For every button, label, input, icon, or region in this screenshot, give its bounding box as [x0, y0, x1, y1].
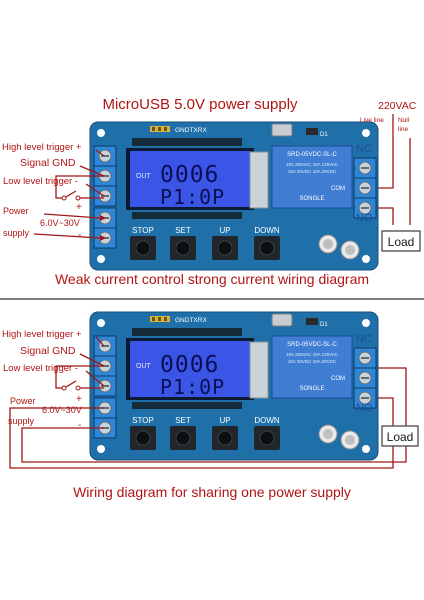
top-left-wiring: High level trigger + Signal GND Low leve… [2, 142, 106, 241]
top-board: GNDTXRX D1 OUT 0006 P1:0P [89, 121, 379, 271]
bottom-caption: Wiring diagram for sharing one power sup… [73, 484, 351, 500]
relay-brand: SONGLE [299, 196, 324, 202]
relay-model: SRD-05VDC-SL-C [287, 152, 337, 158]
top-diagram: MicroUSB 5.0V power supply GNDTXRX D1 [2, 96, 421, 287]
lcd-line-2: P1:0P [160, 375, 225, 399]
voltage-label: 6.0V~30V [40, 218, 80, 228]
voltage-label: 6.0V~30V [42, 405, 82, 415]
bottom-left-terminal-block [93, 335, 117, 439]
arrow-icon [100, 215, 106, 221]
relay-brand: SONGLE [299, 386, 324, 392]
stop-button[interactable] [129, 235, 157, 261]
relay-rating-1: 10A 250VAC 10A 125VAC [286, 162, 339, 167]
trigger-high-label: High level trigger + [2, 329, 82, 340]
ac-voltage-label: 220VAC [378, 100, 417, 112]
arrow-icon [100, 235, 106, 241]
header-pins [150, 126, 170, 132]
bottom-left-wiring: High level trigger + Signal GND Low leve… [2, 329, 407, 469]
set-label: SET [175, 416, 191, 425]
plus-label: + [76, 394, 82, 405]
stop-label: STOP [132, 416, 154, 425]
micro-usb-port [271, 123, 293, 137]
header-pins [150, 316, 170, 322]
switch-icon [65, 190, 77, 198]
relay [271, 145, 353, 209]
load-box [381, 425, 419, 447]
plus-label: + [76, 202, 82, 213]
set-label: SET [175, 226, 191, 235]
supply-label: supply [3, 228, 30, 238]
stop-label: STOP [132, 226, 154, 235]
bottom-board: GNDTXRX D1 OUT 0006 P1:0P SRD-05VDC-SL-C… [89, 311, 379, 461]
up-label: UP [219, 226, 230, 235]
lcd-line-2: P1:0P [160, 185, 225, 209]
trigger-high-label: High level trigger + [2, 142, 82, 153]
micro-usb-port [271, 313, 293, 327]
load-box [381, 230, 421, 252]
down-label: DOWN [254, 416, 280, 425]
lcd-out: OUT [136, 173, 152, 180]
stop-button[interactable] [129, 425, 157, 451]
bottom-diagram: GNDTXRX D1 OUT 0006 P1:0P SRD-05VDC-SL-C… [2, 311, 419, 500]
top-relay-terminal-block [353, 157, 377, 219]
down-label: DOWN [254, 226, 280, 235]
relay-rating-1: 10A 250VAC 10A 125VAC [286, 352, 339, 357]
header-label: GNDTXRX [175, 317, 207, 324]
relay-rating-2: 10A 30VDC 10A 28VDC [288, 169, 337, 174]
top-ac-wiring: 220VAC Live line Null line NC COM NO Loa… [331, 100, 421, 252]
top-title: MicroUSB 5.0V power supply [102, 96, 298, 113]
null-line-label-2: line [398, 126, 409, 133]
load-label: Load [388, 235, 415, 249]
bottom-relay-wiring: NC COM NO Load [331, 333, 419, 447]
top-left-terminal-block [93, 145, 117, 249]
com-label: COM [331, 186, 345, 192]
d1-label: D1 [320, 322, 328, 328]
up-button[interactable] [211, 425, 239, 451]
down-button[interactable] [253, 425, 281, 451]
minus-label: - [78, 230, 81, 241]
power-label: Power [3, 206, 29, 216]
bottom-relay-terminal-block [353, 347, 377, 409]
trigger-low-label: Low level trigger - [3, 176, 78, 187]
lcd-screen [130, 151, 250, 207]
set-button[interactable] [169, 425, 197, 451]
lcd-screen [130, 341, 250, 397]
d1-label: D1 [320, 132, 328, 138]
relay-rating-2: 10A 30VDC 10A 28VDC [288, 359, 337, 364]
nc-label: NC [356, 333, 372, 345]
trigger-low-label: Low level trigger - [3, 363, 78, 374]
lcd-out: OUT [136, 363, 152, 370]
up-label: UP [219, 416, 230, 425]
signal-gnd-label: Signal GND [20, 157, 76, 169]
header-label: GNDTXRX [175, 127, 207, 134]
load-label: Load [387, 430, 414, 444]
signal-gnd-label: Signal GND [20, 345, 76, 357]
power-label: Power [10, 396, 36, 406]
minus-label: - [78, 420, 81, 431]
switch-icon [65, 380, 77, 388]
null-line-label-1: Null [398, 117, 410, 124]
set-button[interactable] [169, 235, 197, 261]
top-caption: Weak current control strong current wiri… [55, 271, 369, 287]
lcd-line-1: 0006 [160, 352, 219, 378]
up-button[interactable] [211, 235, 239, 261]
down-button[interactable] [253, 235, 281, 261]
no-label: NO [356, 212, 373, 224]
relay-model: SRD-05VDC-SL-C [287, 342, 337, 348]
live-line-label: Live line [360, 117, 384, 124]
supply-label: supply [8, 416, 35, 426]
lcd-line-1: 0006 [160, 162, 219, 188]
com-label: COM [331, 376, 345, 382]
relay [271, 335, 353, 399]
nc-label: NC [356, 143, 372, 155]
no-label: NO [356, 402, 373, 414]
